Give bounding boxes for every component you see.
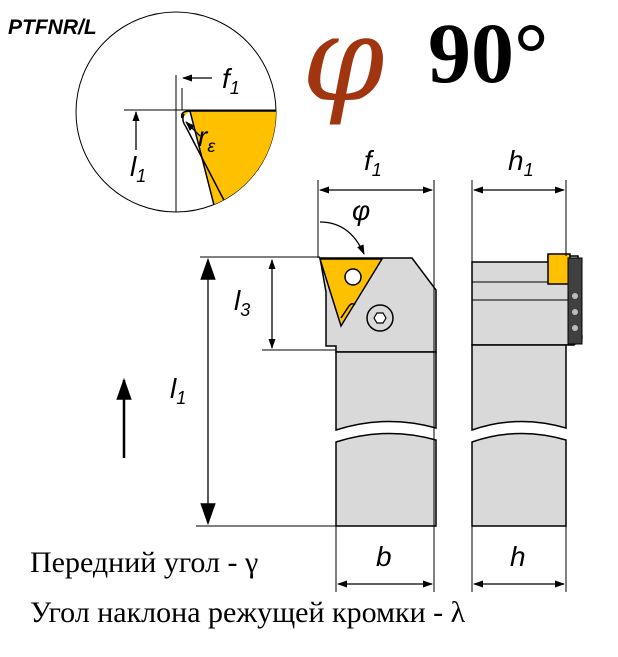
dimensions: f1 h1 φ l3 l1 b h	[116, 145, 567, 592]
dim-l1-label: l1	[170, 373, 186, 408]
holder-shank-upper	[335, 351, 437, 432]
dim-phi-arc	[319, 221, 365, 255]
detail-f1-label: f1	[222, 63, 240, 98]
detail-radius-arrow	[185, 121, 201, 137]
dim-phi-label: φ	[352, 195, 370, 226]
dim-h1-label: h1	[508, 145, 534, 180]
side-clamp	[567, 257, 583, 345]
holder-top-view	[318, 257, 437, 527]
detail-radius-label: rε	[198, 121, 216, 156]
side-insert	[547, 253, 571, 285]
approach-angle-value: 90°	[428, 5, 548, 101]
insert	[318, 258, 384, 328]
tip-detail-view: f1 l1 rε	[75, 11, 277, 213]
side-shank-upper	[471, 344, 567, 432]
dim-h-label: h	[510, 541, 526, 572]
dim-l3-label: l3	[234, 285, 250, 320]
inclination-angle-caption: Угол наклона режущей кромки - λ	[30, 596, 466, 629]
approach-angle-symbol: φ	[302, 0, 385, 128]
insert-hole	[344, 268, 362, 286]
dim-f1-label: f1	[364, 145, 382, 180]
hex-socket-icon	[373, 312, 387, 324]
rake-angle-caption: Передний угол - γ	[30, 546, 258, 579]
side-shank-lower	[471, 432, 567, 527]
dim-b-label: b	[376, 541, 392, 572]
holder-shank-lower	[335, 432, 437, 527]
holder-side-view	[471, 253, 583, 527]
holder-code: PTFNR/L	[8, 16, 97, 39]
detail-l1-label: l1	[130, 151, 146, 186]
